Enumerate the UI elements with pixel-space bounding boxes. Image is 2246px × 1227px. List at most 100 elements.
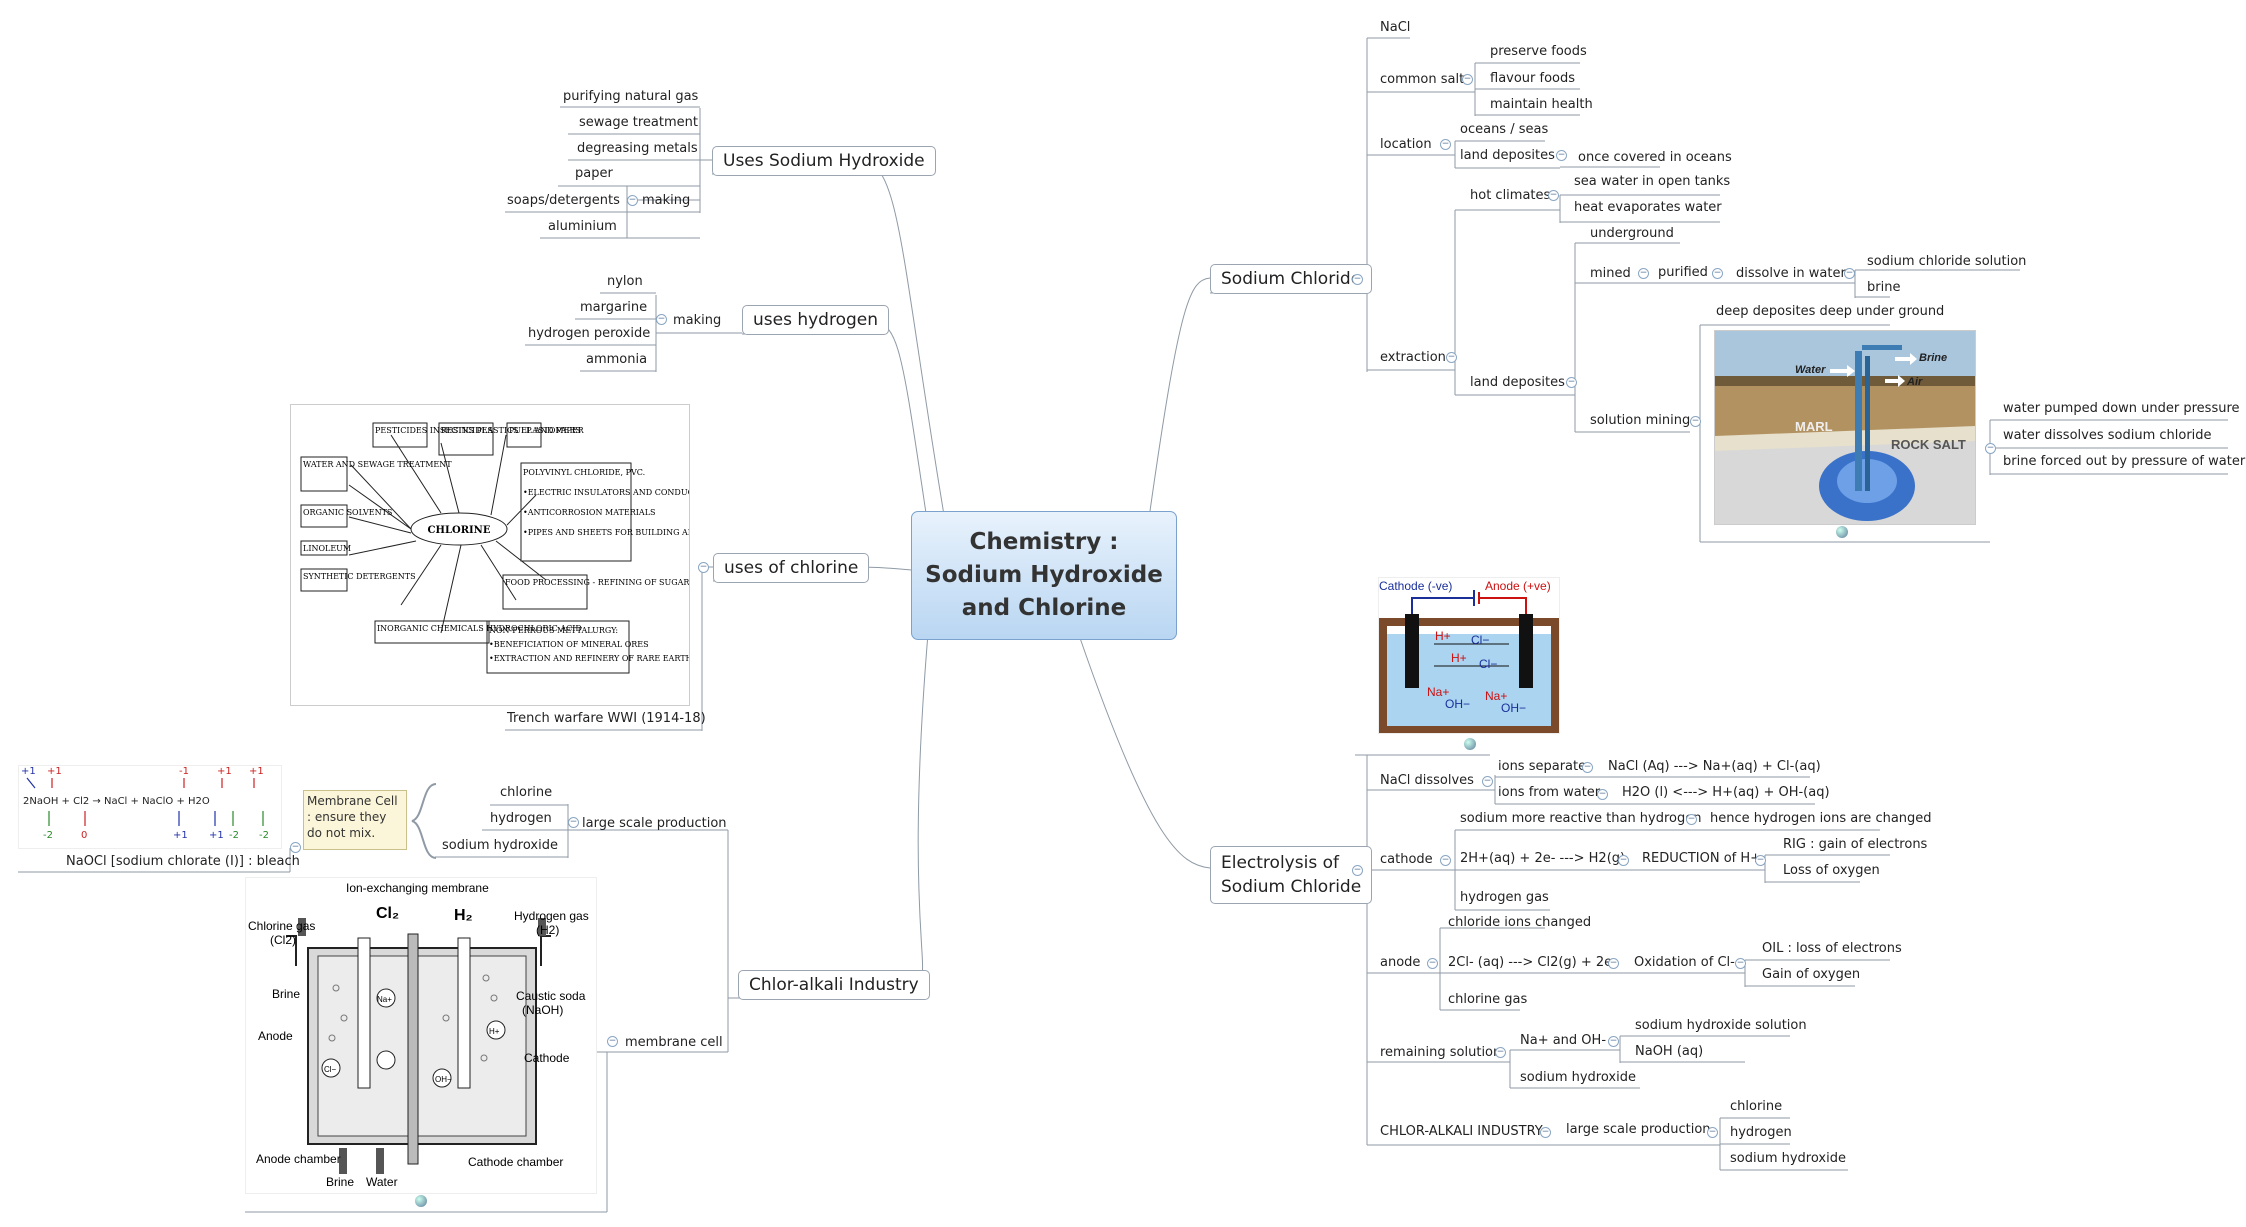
- topic-electrolysis[interactable]: Electrolysis of Sodium Chloride: [1210, 846, 1373, 904]
- collapse-toggle-icon[interactable]: −: [1735, 958, 1746, 969]
- nacl-formula[interactable]: NaCl: [1380, 20, 1411, 35]
- collapse-toggle-icon[interactable]: −: [1707, 1127, 1718, 1138]
- lsp-item-sodium-hydroxide[interactable]: sodium hydroxide: [442, 838, 558, 853]
- elec-oxidation[interactable]: Oxidation of Cl-: [1634, 955, 1735, 970]
- collapse-toggle-icon[interactable]: −: [1548, 190, 1559, 201]
- elec-chlor-alkali[interactable]: CHLOR-ALKALI INDUSTRY: [1380, 1124, 1543, 1139]
- collapse-toggle-icon[interactable]: −: [1608, 1036, 1619, 1047]
- h2-use-4[interactable]: ammonia: [586, 352, 648, 367]
- collapse-toggle-icon[interactable]: −: [1566, 377, 1577, 388]
- collapse-toggle-icon[interactable]: −: [1540, 1127, 1551, 1138]
- collapse-toggle-icon[interactable]: −: [1582, 762, 1593, 773]
- sm-item-2[interactable]: water dissolves sodium chloride: [2003, 428, 2212, 443]
- elec-hence[interactable]: hence hydrogen ions are changed: [1710, 811, 1932, 826]
- purified-dissolve[interactable]: dissolve in water: [1736, 266, 1846, 281]
- dissolve-item-1[interactable]: sodium chloride solution: [1867, 254, 2027, 269]
- membrane-cell-label[interactable]: membrane cell: [625, 1035, 723, 1050]
- elec-eq3[interactable]: 2H+(aq) + 2e- ---> H2(g): [1460, 851, 1626, 866]
- topic-chlor-alkali-industry[interactable]: Chlor-alkali Industry: [738, 970, 930, 1000]
- h2-use-1[interactable]: nylon: [607, 274, 643, 289]
- collapse-toggle-icon[interactable]: −: [568, 817, 579, 828]
- elec-rem-item-2[interactable]: NaOH (aq): [1635, 1044, 1704, 1059]
- attachment-globe-icon[interactable]: [1464, 738, 1476, 750]
- collapse-toggle-icon[interactable]: −: [290, 842, 301, 853]
- topic-uses-sodium-hydroxide[interactable]: Uses Sodium Hydroxide: [712, 146, 936, 176]
- naoh-making-3[interactable]: aluminium: [548, 219, 617, 234]
- collapse-toggle-icon[interactable]: −: [656, 314, 667, 325]
- land-deep[interactable]: deep deposites deep under ground: [1716, 304, 1945, 319]
- h2-making-label[interactable]: making: [673, 313, 722, 328]
- collapse-toggle-icon[interactable]: −: [1844, 268, 1855, 279]
- naoh-making-label[interactable]: making: [642, 193, 691, 208]
- elec-hydrogen-gas[interactable]: hydrogen gas: [1460, 890, 1549, 905]
- collapse-toggle-icon[interactable]: −: [1352, 274, 1363, 285]
- collapse-toggle-icon[interactable]: −: [1712, 268, 1723, 279]
- chlorine-caption[interactable]: Trench warfare WWI (1914-18): [507, 711, 706, 726]
- elec-chlorine-gas[interactable]: chlorine gas: [1448, 992, 1528, 1007]
- location-land[interactable]: land deposites: [1460, 148, 1555, 163]
- elec-lsp-item-3[interactable]: sodium hydroxide: [1730, 1151, 1846, 1166]
- collapse-toggle-icon[interactable]: −: [1556, 150, 1567, 161]
- hot-item-1[interactable]: sea water in open tanks: [1574, 174, 1731, 189]
- collapse-toggle-icon[interactable]: −: [1352, 865, 1363, 876]
- common-salt-use-1[interactable]: preserve foods: [1490, 44, 1587, 59]
- sm-item-3[interactable]: brine forced out by pressure of water: [2003, 454, 2246, 469]
- elec-gain-oxygen[interactable]: Gain of oxygen: [1762, 967, 1861, 982]
- h2-use-3[interactable]: hydrogen peroxide: [528, 326, 651, 341]
- common-salt-use-3[interactable]: maintain health: [1490, 97, 1593, 112]
- collapse-toggle-icon[interactable]: −: [1597, 789, 1608, 800]
- hot-item-2[interactable]: heat evaporates water: [1574, 200, 1722, 215]
- elec-sodium-hydroxide[interactable]: sodium hydroxide: [1520, 1070, 1636, 1085]
- elec-cathode[interactable]: cathode: [1380, 852, 1433, 867]
- naoh-use-1[interactable]: purifying natural gas: [563, 89, 699, 104]
- collapse-toggle-icon[interactable]: −: [1618, 855, 1629, 866]
- elec-loss-oxygen[interactable]: Loss of oxygen: [1783, 863, 1880, 878]
- collapse-toggle-icon[interactable]: −: [1440, 855, 1451, 866]
- attachment-globe-icon[interactable]: [415, 1195, 427, 1207]
- naoh-use-3[interactable]: degreasing metals: [577, 141, 698, 156]
- elec-eq4[interactable]: 2Cl- (aq) ---> Cl2(g) + 2e-: [1448, 955, 1617, 970]
- elec-rem-item-1[interactable]: sodium hydroxide solution: [1635, 1018, 1807, 1033]
- membrane-cell-note[interactable]: Membrane Cell : ensure they do not mix.: [303, 790, 407, 850]
- elec-reduction[interactable]: REDUCTION of H+: [1642, 851, 1762, 866]
- collapse-toggle-icon[interactable]: −: [698, 562, 709, 573]
- collapse-toggle-icon[interactable]: −: [1482, 776, 1493, 787]
- naoh-making-1[interactable]: paper: [575, 166, 613, 181]
- elec-lsp-item-1[interactable]: chlorine: [1730, 1099, 1783, 1114]
- collapse-toggle-icon[interactable]: −: [1427, 958, 1438, 969]
- elec-rig[interactable]: RIG : gain of electrons: [1783, 837, 1928, 852]
- topic-sodium-chloride[interactable]: Sodium Chloride: [1210, 264, 1373, 294]
- collapse-toggle-icon[interactable]: −: [1495, 1047, 1506, 1058]
- lsp-item-hydrogen[interactable]: hydrogen: [490, 811, 552, 826]
- nacl-location[interactable]: location: [1380, 137, 1432, 152]
- land-mined[interactable]: mined: [1590, 266, 1631, 281]
- collapse-toggle-icon[interactable]: −: [1638, 268, 1649, 279]
- location-oceans[interactable]: oceans / seas: [1460, 122, 1549, 137]
- elec-remaining[interactable]: remaining solution: [1380, 1045, 1502, 1060]
- collapse-toggle-icon[interactable]: −: [607, 1036, 618, 1047]
- collapse-toggle-icon[interactable]: −: [1462, 74, 1473, 85]
- nacl-common-salt[interactable]: common salt: [1380, 72, 1465, 87]
- naoh-making-2[interactable]: soaps/detergents: [507, 193, 620, 208]
- collapse-toggle-icon[interactable]: −: [1446, 352, 1457, 363]
- collapse-toggle-icon[interactable]: −: [1440, 139, 1451, 150]
- collapse-toggle-icon[interactable]: −: [1690, 416, 1701, 427]
- elec-more-reactive[interactable]: sodium more reactive than hydrogen: [1460, 811, 1702, 826]
- land-underground[interactable]: underground: [1590, 226, 1674, 241]
- h2-use-2[interactable]: margarine: [580, 300, 648, 315]
- extraction-land[interactable]: land deposites: [1470, 375, 1565, 390]
- elec-naoh-ions[interactable]: Na+ and OH-: [1520, 1033, 1607, 1048]
- elec-lsp-item-2[interactable]: hydrogen: [1730, 1125, 1792, 1140]
- naoh-use-2[interactable]: sewage treatment: [579, 115, 698, 130]
- elec-ions-water[interactable]: ions from water: [1498, 785, 1601, 800]
- sm-item-1[interactable]: water pumped down under pressure: [2003, 401, 2240, 416]
- mined-purified[interactable]: purified: [1658, 265, 1708, 280]
- elec-ions-separate[interactable]: ions separate: [1498, 759, 1587, 774]
- elec-eq2[interactable]: H2O (l) <---> H+(aq) + OH-(aq): [1622, 785, 1830, 800]
- collapse-toggle-icon[interactable]: −: [1755, 855, 1766, 866]
- central-topic[interactable]: Chemistry : Sodium Hydroxide and Chlorin…: [911, 511, 1177, 640]
- chlor-alkali-lsp-label[interactable]: large scale production: [582, 816, 727, 831]
- elec-eq1[interactable]: NaCl (Aq) ---> Na+(aq) + Cl-(aq): [1608, 759, 1821, 774]
- common-salt-use-2[interactable]: flavour foods: [1490, 71, 1576, 86]
- collapse-toggle-icon[interactable]: −: [627, 195, 638, 206]
